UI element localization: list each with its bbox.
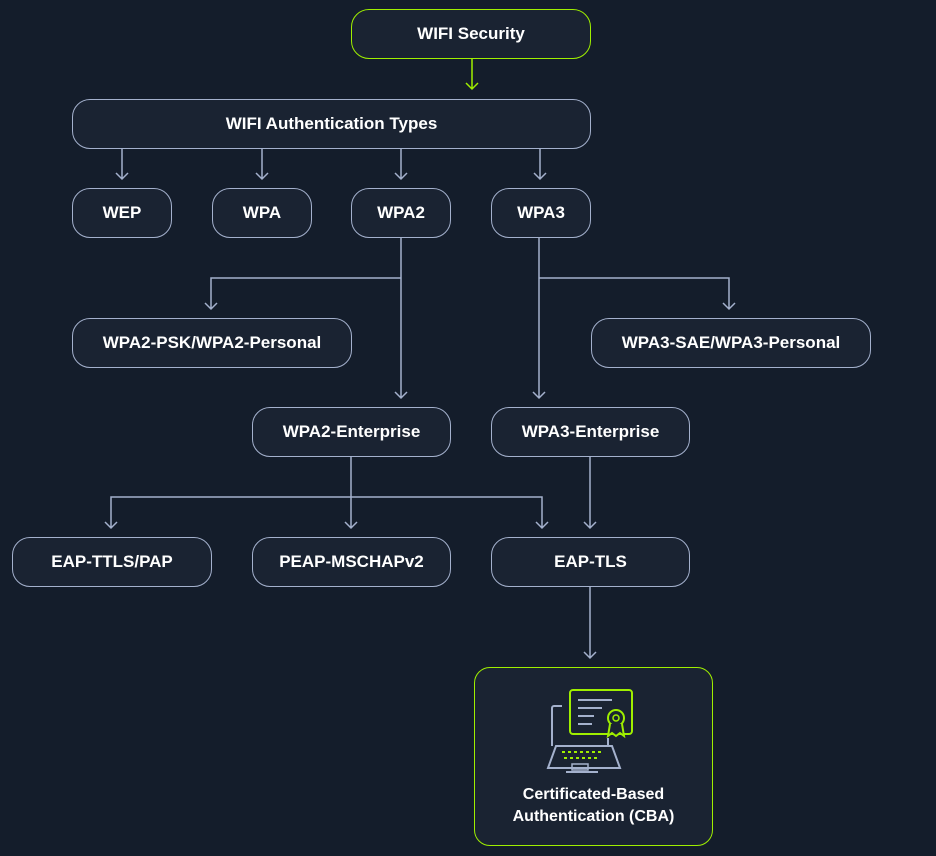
- auth-types-node: WIFI Authentication Types: [72, 99, 591, 149]
- wpa3-enterprise-node: WPA3-Enterprise: [491, 407, 690, 457]
- wpa2-enterprise-node: WPA2-Enterprise: [252, 407, 451, 457]
- certificate-laptop-icon: [546, 689, 633, 773]
- wpa-node: WPA: [212, 188, 312, 238]
- wpa3-personal-node: WPA3-SAE/WPA3-Personal: [591, 318, 871, 368]
- peap-node: PEAP-MSCHAPv2: [252, 537, 451, 587]
- cba-label-line2: Authentication (CBA): [512, 808, 675, 825]
- wifi-security-node: WIFI Security: [351, 9, 591, 59]
- wep-node: WEP: [72, 188, 172, 238]
- cba-node: Certificated-Based Authentication (CBA): [474, 667, 713, 846]
- wpa2-node: WPA2: [351, 188, 451, 238]
- cba-label-line1: Certificated-Based: [522, 786, 665, 803]
- eap-ttls-node: EAP-TTLS/PAP: [12, 537, 212, 587]
- cba-label: Certificated-Based Authentication (CBA): [513, 784, 675, 828]
- eap-tls-node: EAP-TLS: [491, 537, 690, 587]
- wpa2-personal-node: WPA2-PSK/WPA2-Personal: [72, 318, 352, 368]
- wpa3-node: WPA3: [491, 188, 591, 238]
